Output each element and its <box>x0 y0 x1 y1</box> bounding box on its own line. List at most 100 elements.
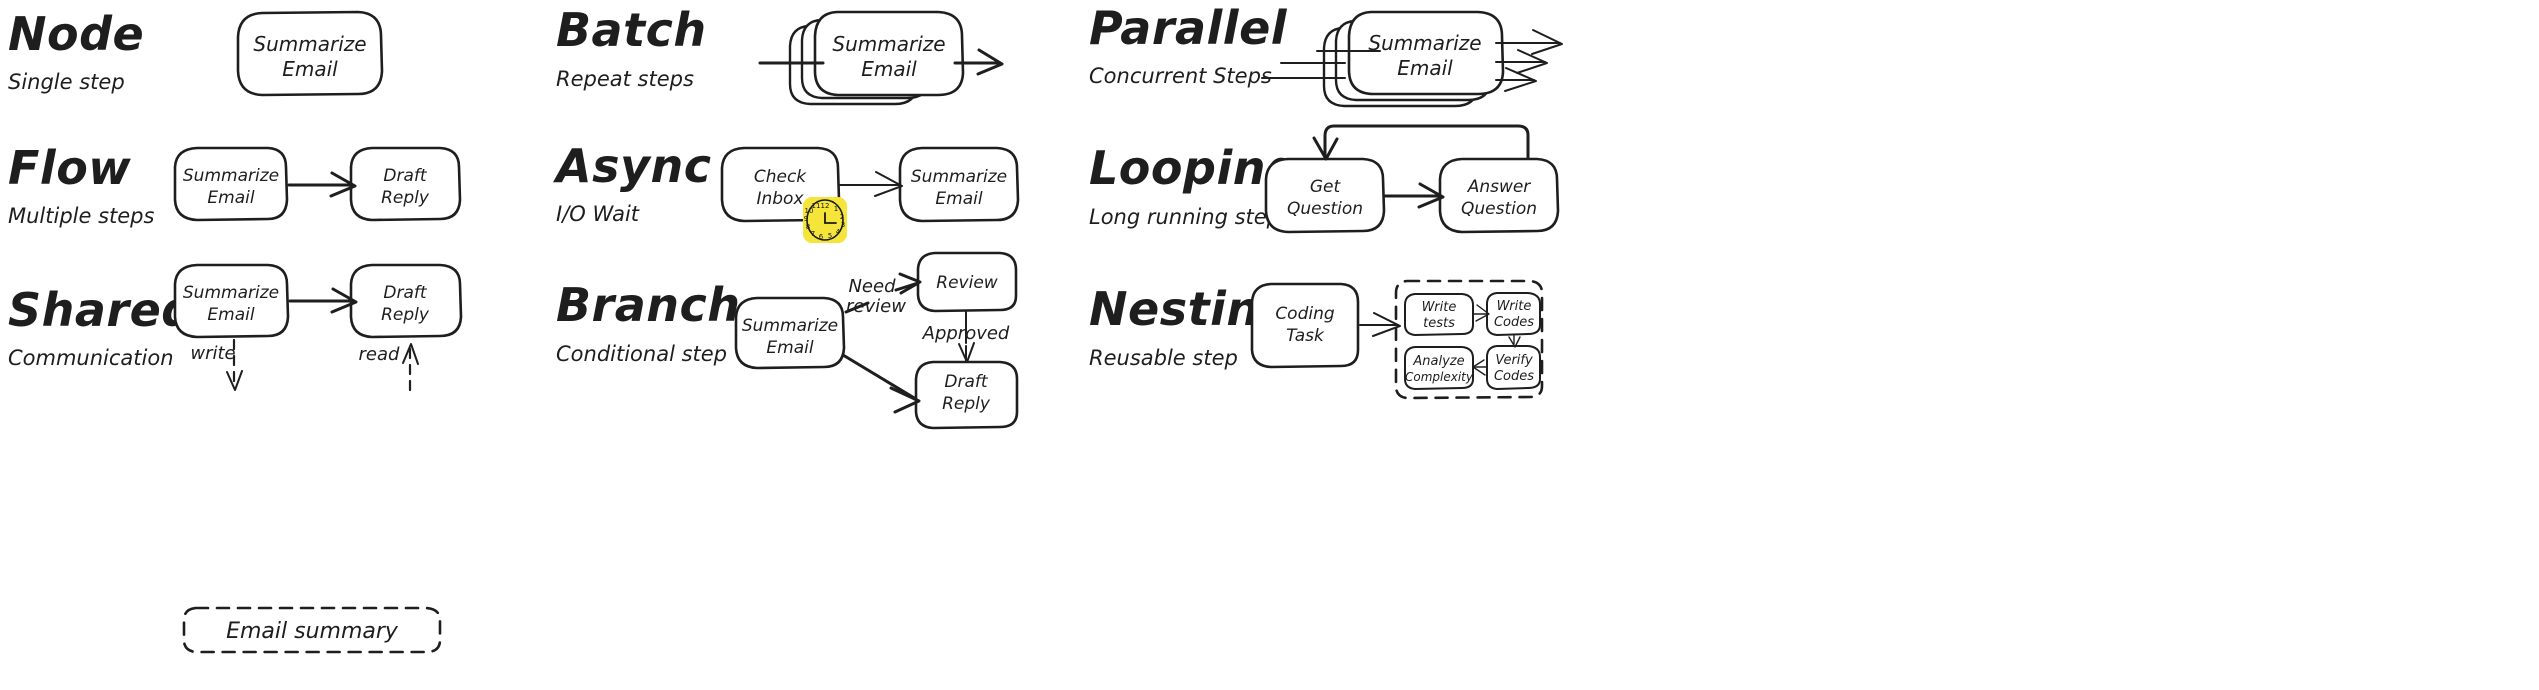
node-label-line2: Task <box>1286 326 1325 346</box>
node-label-line2: Email <box>282 57 338 81</box>
node-label-line2: Question <box>1461 199 1537 219</box>
edge-label-need: Need <box>848 276 896 297</box>
node-analyze-complexity[interactable]: Analyze Complexity <box>1404 346 1474 390</box>
section-nesting: Nesting Reusable step Coding Task Write … <box>1089 279 1544 400</box>
node-label-line1: Summarize <box>742 316 838 336</box>
section-title-flow: Flow <box>8 141 131 195</box>
section-subtitle-shared: Communication <box>8 346 174 370</box>
section-flow: Flow Multiple steps Summarize Email Draf… <box>8 141 462 228</box>
node-get-question[interactable]: Get Question <box>1264 157 1386 234</box>
branch-edge-approved: Approved <box>922 311 1010 363</box>
node-summarize-email-4[interactable]: Summarize Email <box>173 263 290 339</box>
node-draft-reply-3[interactable]: Draft Reply <box>914 360 1019 430</box>
parallel-arrows-out <box>1495 29 1563 92</box>
node-label-line2: Codes <box>1494 369 1534 384</box>
edge-label-write: write <box>190 343 235 364</box>
node-label-line2: Codes <box>1494 315 1534 330</box>
nesting-arrow-in <box>1359 312 1401 337</box>
section-batch: Batch Repeat steps Summarize Email <box>556 3 1004 106</box>
node-label-line1: Draft <box>383 283 427 303</box>
shared-store-email-summary[interactable]: Email summary <box>182 606 442 654</box>
clock-number-7: 7 <box>811 230 815 238</box>
node-label-line2: Reply <box>942 394 991 414</box>
node-label-line1: Check <box>754 167 807 187</box>
branch-edge-need-review: Need review <box>844 272 922 317</box>
node-verify-codes[interactable]: Verify Codes <box>1486 345 1541 390</box>
section-title-batch: Batch <box>556 3 707 57</box>
parallel-stack[interactable]: Summarize Email <box>1322 10 1505 108</box>
node-label-line2: Reply <box>381 305 430 325</box>
clock-number-12: 12 <box>821 202 830 210</box>
clock-number-2: 2 <box>840 213 844 221</box>
shared-arrow-main <box>288 287 358 314</box>
node-summarize-email-5[interactable]: Summarize Email <box>734 296 846 370</box>
node-label-review: Review <box>936 273 998 293</box>
async-arrow <box>839 171 903 197</box>
clock-icon: 12 1 2 3 4 5 6 7 8 9 10 11 <box>803 197 847 243</box>
node-label-line1: Write <box>1422 300 1457 315</box>
node-label-line2: Email <box>207 188 254 208</box>
node-label-line1: Coding <box>1275 304 1335 324</box>
section-title-shared: Shared <box>8 283 195 337</box>
node-label-line1: Summarize <box>1368 31 1481 55</box>
node-label-line2: Question <box>1287 199 1363 219</box>
section-subtitle-flow: Multiple steps <box>8 204 155 228</box>
clock-number-10: 10 <box>805 207 814 215</box>
section-subtitle-parallel: Concurrent Steps <box>1089 64 1272 88</box>
section-title-node: Node <box>8 7 144 61</box>
batch-stack[interactable]: Summarize Email <box>788 10 965 106</box>
node-review[interactable]: Review <box>916 251 1018 313</box>
shared-arrow-read: read <box>359 343 419 392</box>
edge-label-read: read <box>359 344 401 365</box>
node-label-line2: tests <box>1423 316 1455 331</box>
node-summarize-email-3[interactable]: Summarize Email <box>898 146 1020 223</box>
section-title-async: Async <box>553 139 711 193</box>
section-subtitle-async: I/O Wait <box>556 202 640 226</box>
section-title-branch: Branch <box>556 278 741 332</box>
node-label-line1: Summarize <box>832 32 945 56</box>
node-label-line1: Summarize <box>183 166 279 186</box>
store-label: Email summary <box>226 619 399 644</box>
clock-number-6: 6 <box>819 233 824 241</box>
edge-label-review: review <box>846 296 906 317</box>
section-shared: Shared Communication Summarize Email Dra… <box>8 263 463 654</box>
node-label-line2: Email <box>935 189 982 209</box>
node-label-line1: Write <box>1497 299 1532 314</box>
looping-arrow-forward <box>1383 182 1445 209</box>
node-write-codes[interactable]: Write Codes <box>1486 292 1541 336</box>
nesting-edge-tests-codes <box>1473 304 1490 322</box>
nesting-subflow-container[interactable] <box>1394 279 1544 400</box>
nesting-edge-verify-analyze <box>1472 359 1487 376</box>
node-answer-question[interactable]: Answer Question <box>1438 157 1560 234</box>
looping-arrow-back <box>1312 124 1530 161</box>
section-subtitle-nesting: Reusable step <box>1089 346 1238 370</box>
edge-label-approved: Approved <box>922 323 1010 344</box>
section-subtitle-looping: Long running step <box>1089 205 1280 229</box>
node-label-line2: Inbox <box>756 189 804 209</box>
node-label-line2: Email <box>1397 56 1453 80</box>
node-draft-reply-2[interactable]: Draft Reply <box>349 263 463 339</box>
clock-number-8: 8 <box>806 223 810 231</box>
flow-arrow <box>287 171 357 198</box>
section-looping: Looping Long running step Get Question A… <box>1089 124 1560 234</box>
node-label-line2: Email <box>766 338 813 358</box>
node-summarize-email-2[interactable]: Summarize Email <box>173 146 289 222</box>
node-label-line2: Reply <box>381 188 430 208</box>
node-label-line2: Email <box>207 305 254 325</box>
batch-arrow-out <box>953 48 1004 76</box>
node-write-tests[interactable]: Write tests <box>1404 293 1474 336</box>
section-title-parallel: Parallel <box>1089 1 1288 55</box>
parallel-arrows-in <box>1261 50 1381 79</box>
node-coding-task[interactable]: Coding Task <box>1250 282 1360 369</box>
node-label-line1: Analyze <box>1412 354 1464 369</box>
node-label-line2: Email <box>861 57 917 81</box>
clock-number-5: 5 <box>828 232 832 240</box>
node-label-line1: Summarize <box>183 283 279 303</box>
node-summarize-email-1[interactable]: Summarize Email <box>236 10 384 97</box>
node-draft-reply-1[interactable]: Draft Reply <box>349 146 462 222</box>
shared-arrow-write: write <box>190 338 243 391</box>
node-label-line1: Summarize <box>911 167 1007 187</box>
clock-number-1: 1 <box>834 205 838 213</box>
